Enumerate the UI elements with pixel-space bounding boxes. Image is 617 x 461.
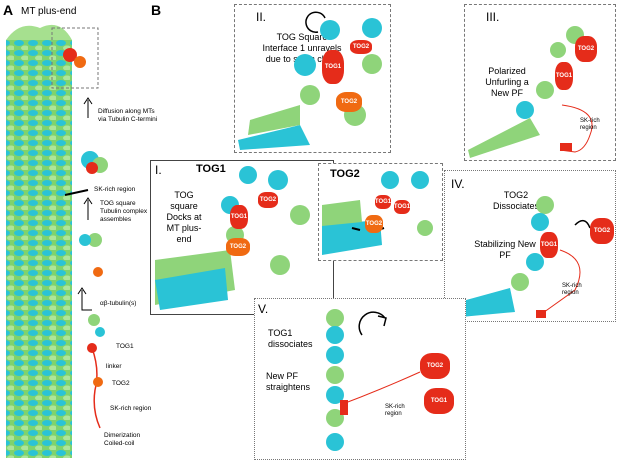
tog2-inset-tog2: TOG2 [365, 215, 383, 233]
step-1-tog2-top: TOG2 [258, 192, 278, 208]
tog-square-label: TOG square Tubulin complex assembles [100, 200, 148, 223]
step-1-tog1-title: TOG1 [196, 163, 226, 175]
inset-tog-red [63, 48, 77, 62]
assembly-tog [93, 267, 103, 277]
tog2-domain [93, 377, 103, 387]
tog2-inset-tog1-a: TOG1 [375, 195, 391, 209]
step-3-box [464, 4, 616, 161]
step-4-sk-label: SK-rich region [562, 283, 582, 296]
tog2-inset-title: TOG2 [330, 168, 360, 180]
step-5-sk-label: SK-rich region [385, 404, 405, 417]
tog2-label-a: TOG2 [112, 380, 130, 387]
step-2-tog2-top: TOG2 [350, 40, 372, 54]
tog1-domain [87, 343, 97, 353]
free-tubulin-cyan [95, 327, 105, 337]
step-4-number: IV. [451, 177, 465, 191]
step-2-number: II. [256, 10, 267, 24]
step-5-tog2: TOG2 [420, 353, 450, 379]
tog2-inset-tog1-b: TOG1 [394, 200, 410, 214]
step-3-text: Polarized Unfurling a New PF [485, 66, 529, 98]
microtubule-lattice [6, 40, 72, 458]
assembly-tubulin-green [88, 233, 102, 247]
step-1-tog2-bottom: TOG2 [226, 238, 250, 256]
step-3-number: III. [486, 10, 500, 24]
step-5-number: V. [258, 302, 269, 316]
step-5-tog1: TOG1 [424, 388, 454, 414]
mt-plus-end-title: MT plus-end [21, 6, 77, 17]
tubulin-arrow [77, 287, 92, 311]
step-4-tog2: TOG2 [590, 218, 614, 244]
step-1-text: TOG square Docks at MT plus-end [166, 190, 202, 244]
step-4-box [444, 170, 616, 322]
step-3-sk-label: SK-rich region [580, 118, 600, 131]
assembly-tubulin-cyan [79, 234, 91, 246]
step-5-text-2: New PF straightens [266, 371, 311, 392]
tog-chain-linker [91, 347, 101, 429]
complex-tog-red [86, 162, 98, 174]
plus-end-inset-box [51, 27, 99, 89]
step-2-tog2-bottom: TOG2 [336, 92, 362, 112]
linker-label: linker [106, 363, 122, 370]
step-1-tog1: TOG1 [230, 205, 248, 229]
step-5-text-1: TOG1 dissociates [268, 328, 313, 349]
sk-region-label-a: SK-rich region [94, 186, 136, 193]
diffusion-label: Diffusion along MTs via Tubulin C-termin… [98, 108, 158, 123]
sk-rich-label-a: SK-rich region [110, 405, 152, 412]
mt-plus-end-protofilaments [6, 24, 72, 40]
assembly-arrow [83, 197, 93, 220]
panel-a-letter: A [3, 2, 14, 18]
step-3-tog1: TOG1 [555, 62, 573, 90]
ab-tubulin-label: αβ-tubulin(s) [100, 300, 137, 307]
free-tubulin-green [88, 314, 100, 326]
panel-b-letter: B [151, 2, 162, 18]
step-4-text-2: Stabilizing New PF [474, 239, 536, 260]
step-4-tog1: TOG1 [540, 232, 558, 258]
inset-tog-orange [74, 56, 86, 68]
step-4-text-1: TOG2 Dissociates [492, 190, 539, 211]
dimerization-label: Dimerization Coiled-coil [104, 432, 141, 447]
step-1-number: I. [155, 163, 162, 177]
step-3-tog2: TOG2 [575, 36, 597, 62]
diffusion-arrow [83, 97, 93, 118]
tog1-label-a: TOG1 [116, 343, 134, 350]
sk-region-pointer [64, 189, 89, 196]
step-2-tog1: TOG1 [322, 50, 344, 84]
